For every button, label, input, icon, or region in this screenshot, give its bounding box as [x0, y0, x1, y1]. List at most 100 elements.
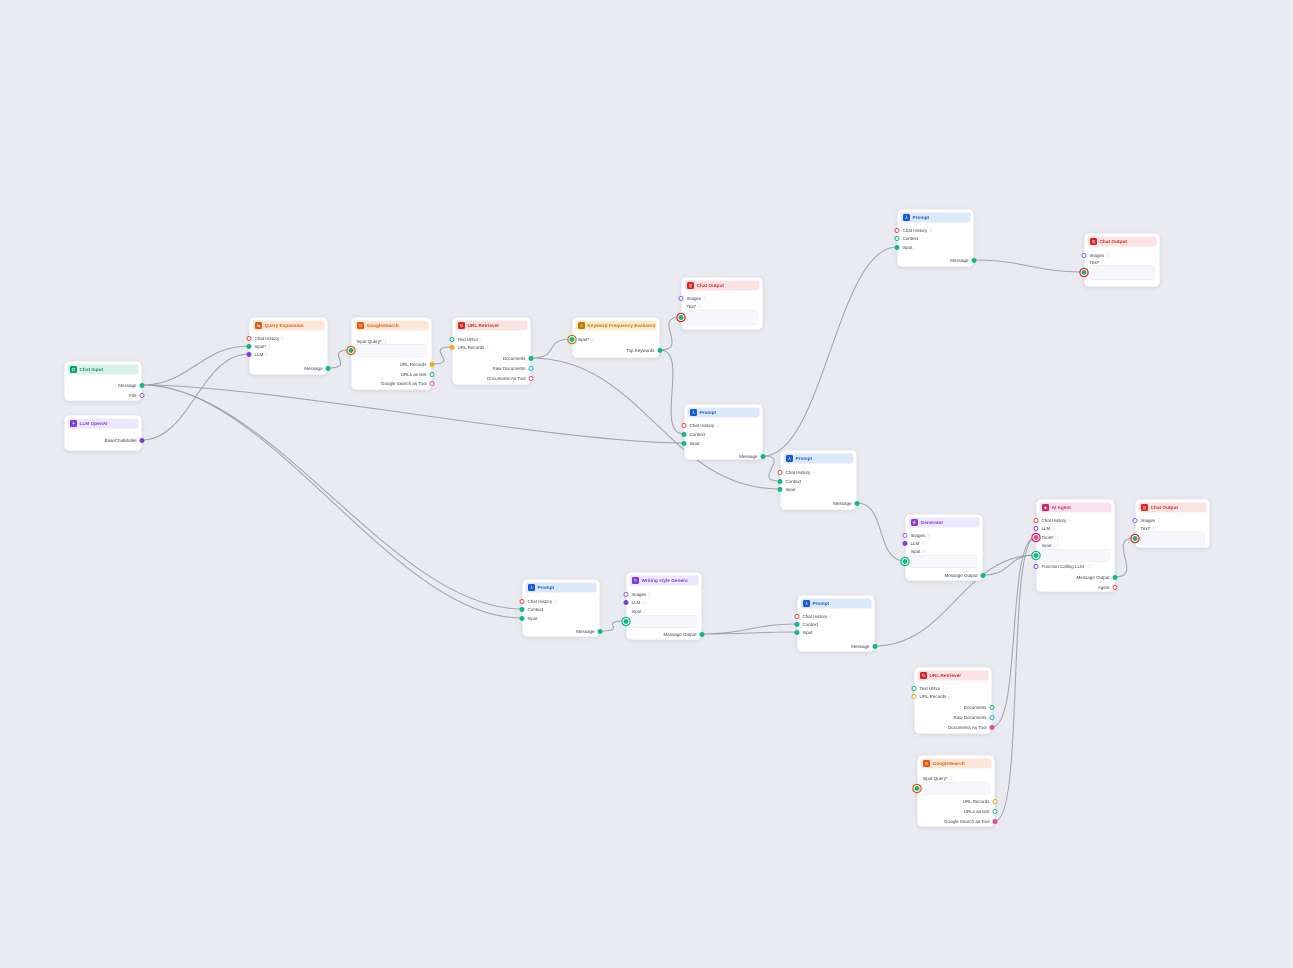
text-field[interactable]	[631, 615, 697, 628]
input-handle-text-urls[interactable]	[449, 337, 455, 342]
input-handle-input[interactable]	[777, 487, 783, 492]
edge-url-retriever-bottom-to-ai-agent[interactable]	[991, 536, 1037, 728]
output-handle-agent[interactable]	[1112, 585, 1118, 590]
edge-prompt-d-to-writing-style[interactable]	[599, 620, 627, 632]
edge-googlesearch-bottom-to-ai-agent[interactable]	[994, 536, 1037, 822]
input-handle-field[interactable]	[678, 315, 684, 320]
input-handle-context[interactable]	[519, 607, 525, 612]
text-field[interactable]	[1140, 531, 1205, 546]
edge-keyword-freq-to-prompt-a[interactable]	[659, 349, 685, 435]
node-header[interactable]: ◈AI Agent	[1039, 502, 1112, 513]
input-handle-images[interactable]	[1132, 518, 1138, 523]
output-handle-google-search-as-tool[interactable]	[992, 819, 998, 824]
input-handle-chat-history[interactable]	[794, 614, 800, 619]
input-handle-url-records[interactable]	[911, 694, 917, 699]
edge-chat-input-to-prompt-d[interactable]	[141, 384, 523, 619]
output-handle-message[interactable]	[971, 258, 977, 263]
node-header[interactable]: ✎Writing style Genera	[629, 575, 699, 586]
edge-llm-openai-to-query-expansion[interactable]	[141, 353, 250, 441]
output-handle-message[interactable]	[325, 366, 331, 371]
text-field[interactable]	[356, 344, 427, 357]
edge-ai-agent-to-chat-output-right[interactable]	[1114, 537, 1136, 578]
output-handle-url-records[interactable]	[429, 362, 435, 367]
input-handle-chat-history[interactable]	[1033, 518, 1039, 523]
input-handle-chat-history[interactable]	[681, 423, 687, 428]
input-handle-field[interactable]	[1132, 536, 1138, 541]
input-handle-field[interactable]	[1081, 270, 1087, 275]
input-handle-text-urls[interactable]	[911, 686, 917, 691]
input-handle-llm[interactable]	[902, 541, 908, 546]
input-handle-function-calling-llm[interactable]	[1033, 564, 1039, 569]
edge-writing-style-to-prompt-e[interactable]	[701, 631, 798, 635]
input-handle-context[interactable]	[681, 432, 687, 437]
node-header[interactable]: ✶LLM OpenAI	[67, 418, 139, 429]
output-handle-urls-as-text[interactable]	[429, 372, 435, 377]
output-handle-message[interactable]	[854, 501, 860, 506]
input-handle-images[interactable]	[623, 592, 629, 597]
input-handle-tools[interactable]	[1033, 535, 1039, 540]
edge-generator-to-ai-agent[interactable]	[982, 554, 1037, 576]
edge-prompt-a-to-prompt-b[interactable]	[762, 455, 781, 482]
output-handle-raw-documents[interactable]	[989, 715, 995, 720]
input-handle-llm[interactable]	[246, 352, 252, 357]
output-handle-message-output[interactable]	[980, 573, 986, 578]
input-handle-url-records[interactable]	[449, 345, 455, 350]
text-field[interactable]	[910, 555, 978, 568]
node-header[interactable]: ⊡Chat Output	[684, 280, 760, 291]
edge-keyword-freq-to-chat-output-mid[interactable]	[659, 316, 682, 351]
output-handle-file[interactable]	[139, 393, 145, 398]
output-handle-urls-as-text[interactable]	[992, 809, 998, 814]
text-field[interactable]	[1041, 549, 1110, 562]
input-handle-images[interactable]	[1081, 253, 1087, 258]
input-handle-field[interactable]	[623, 619, 629, 624]
edge-chat-input-to-query-expansion[interactable]	[141, 345, 250, 386]
output-handle-message[interactable]	[597, 629, 603, 634]
input-handle-field[interactable]	[914, 786, 920, 791]
input-handle-chat-history[interactable]	[894, 228, 900, 233]
input-handle-input[interactable]	[794, 630, 800, 635]
input-handle-context[interactable]	[794, 622, 800, 627]
output-handle-message[interactable]	[872, 644, 878, 649]
text-field[interactable]	[1089, 265, 1155, 280]
input-handle-chat-history[interactable]	[246, 336, 252, 341]
input-handle-input[interactable]	[681, 441, 687, 446]
input-handle-llm[interactable]	[1033, 526, 1039, 531]
edge-url-retriever-top-to-prompt-b[interactable]	[530, 357, 781, 490]
edge-prompt-b-to-generator[interactable]	[856, 502, 906, 562]
node-header[interactable]: ↻URL Retriever	[917, 670, 989, 681]
input-handle-images[interactable]	[678, 296, 684, 301]
text-field[interactable]	[686, 310, 758, 325]
edge-chat-input-to-prompt-d[interactable]	[141, 384, 523, 610]
edge-chat-input-to-prompt-a[interactable]	[141, 384, 685, 444]
input-handle-input[interactable]	[246, 344, 252, 349]
node-header[interactable]: ⊡Chat Output	[1087, 236, 1157, 247]
node-header[interactable]: ⊡Chat Input	[67, 364, 139, 375]
text-field[interactable]	[922, 782, 990, 795]
output-handle-message-output[interactable]	[1112, 575, 1118, 580]
input-handle-context[interactable]	[777, 479, 783, 484]
output-handle-top-keywords[interactable]	[657, 348, 663, 353]
output-handle-documents[interactable]	[989, 705, 995, 710]
edge-query-expansion-to-googlesearch-top[interactable]	[327, 349, 352, 369]
edge-prompt-e-to-ai-agent[interactable]	[874, 554, 1037, 647]
edge-prompt-c-to-chat-output-tr[interactable]	[973, 259, 1085, 273]
node-header[interactable]: ⊡Chat Output	[1138, 502, 1207, 513]
input-handle-field[interactable]	[1033, 553, 1039, 558]
